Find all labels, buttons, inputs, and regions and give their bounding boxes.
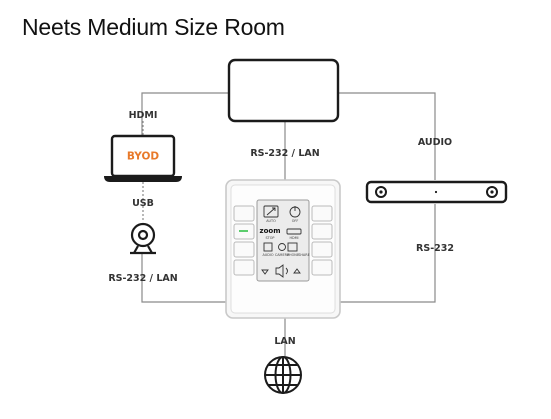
globe-icon: [264, 356, 302, 394]
panel-right-buttons: [311, 205, 333, 276]
panel-screen: [256, 199, 310, 282]
display-icon: [227, 58, 340, 123]
usb-label: USB: [132, 198, 154, 209]
caption-share: SHARE: [298, 253, 310, 257]
caption-hdmi: HDMI: [289, 236, 298, 240]
byod-label: BYOD: [127, 151, 160, 163]
zoom-logo: zoom: [260, 227, 281, 235]
hdmi-label: HDMI: [129, 110, 158, 121]
panel-left-buttons: [233, 205, 255, 276]
connection-lines: [141, 92, 436, 358]
rs232-lan-top-label: RS-232 / LAN: [250, 148, 319, 159]
audio-label: AUDIO: [418, 137, 452, 148]
line-camera-to-panel: [141, 252, 226, 303]
caption-off: OFF: [292, 219, 299, 223]
camera-icon: [130, 222, 156, 255]
caption-camera: CAMERA: [275, 253, 290, 257]
rs232-right-label: RS-232: [416, 243, 454, 254]
page-title: Neets Medium Size Room: [22, 14, 285, 40]
panel-icon-grid: [261, 205, 302, 278]
line-soundbar-to-panel: [340, 204, 436, 303]
rs232-lan-left-label: RS-232 / LAN: [108, 273, 177, 284]
caption-stop: STOP: [266, 236, 275, 240]
caption-phone: PHONE: [287, 253, 299, 257]
caption-audio: AUDIO: [262, 253, 273, 257]
line-display-to-soundbar: [338, 92, 436, 180]
laptop-icon: [104, 134, 182, 182]
lan-label: LAN: [274, 336, 295, 347]
control-panel: zoom AUTO OFF STOP HDMI AUDIO CAMERA PHO…: [225, 179, 341, 319]
soundbar-icon: [365, 180, 508, 204]
line-display-to-laptop: [141, 92, 229, 136]
caption-auto: AUTO: [266, 219, 276, 223]
